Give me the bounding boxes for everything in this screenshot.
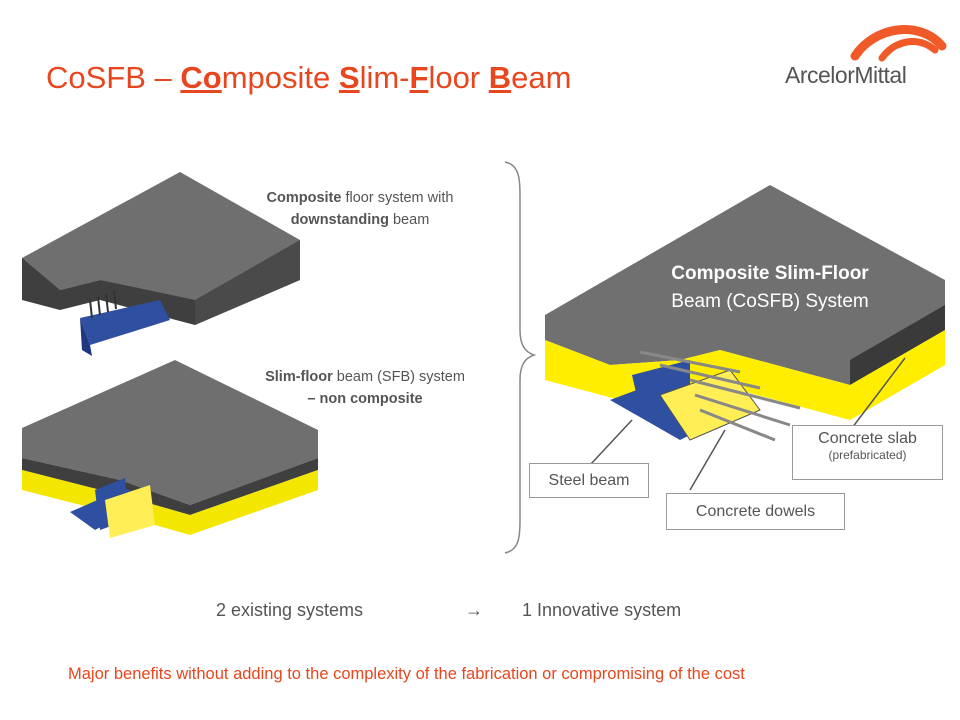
label-steel-beam: Steel beam [529, 463, 649, 498]
slide-title: CoSFB – Composite Slim-Floor Beam [46, 60, 572, 95]
caption-slim-floor: Slim-floor beam (SFB) system – non compo… [265, 369, 465, 407]
arcelormittal-logo [850, 25, 947, 62]
cosfb-illustration [545, 185, 945, 442]
arrow-icon: → [465, 600, 483, 620]
grouping-brace [504, 161, 537, 554]
label-concrete-dowels: Concrete dowels [666, 493, 845, 530]
logo-text: ArcelorMittal [785, 62, 907, 88]
innovative-system-text: 1 Innovative system [522, 600, 682, 620]
slim-floor-illustration [22, 360, 318, 538]
caption-composite-floor: Composite floor system with downstanding… [266, 190, 454, 228]
existing-systems-text: 2 existing systems [216, 600, 364, 620]
composite-floor-illustration [22, 172, 300, 356]
benefits-statement: Major benefits without adding to the com… [68, 665, 745, 683]
label-concrete-slab: Concrete slab (prefabricated) [792, 425, 943, 480]
caption-cosfb: Composite Slim-Floor Beam (CoSFB) System [671, 263, 869, 312]
